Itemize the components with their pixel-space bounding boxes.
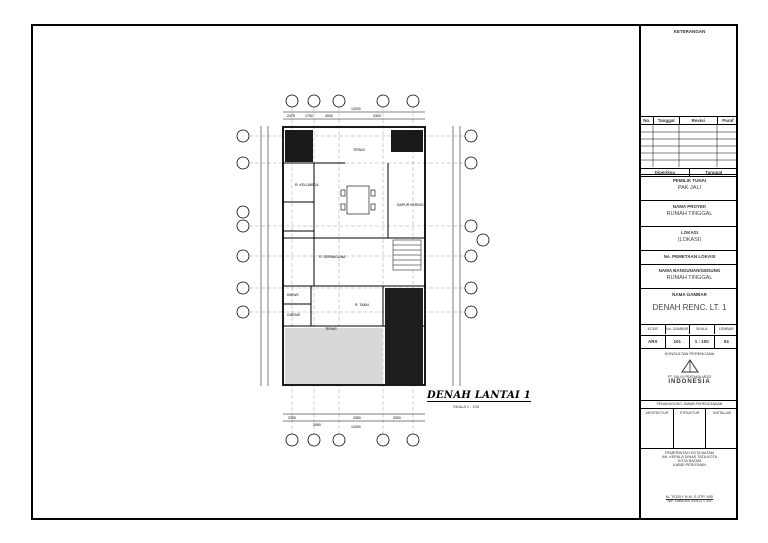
dim-bottom-overall: 12000 [351,425,361,429]
penanggung-section: PENANGGUNG JAWAB PERENCANAAN [641,400,738,408]
revision-header: No. Tanggal Revisi Paraf [641,116,738,125]
code-header-skala: SKALA [690,325,715,334]
penanggung-label: PENANGGUNG JAWAB PERENCANAAN [656,402,723,406]
code-header-row: KODE No. GAMBAR SKALA LEMBAR [641,324,738,335]
pemilik-label: PEMILIK TUNAI [672,178,707,183]
floor-plan-drawing: TERAS R. KELUARGA DAPUR KERING R. TAMU R… [236,94,490,447]
company-line1: PT. SAUJI PRATAMA ARSO [667,375,712,379]
roles-grid: ARSITEKTUR STRUKTUR INSTALASI [641,409,738,448]
room-label-teras-front: TERAS [325,327,337,331]
keterangan-label: KETERANGAN [673,29,706,34]
grid-bubbles-left [236,129,250,319]
nama-bangunan-section: NAMA BANGUNAN/GEDUNG RUMAH TINGGAL [641,264,738,288]
grid-bubbles-bottom [285,433,420,447]
dim-bottom-3: 3350 [353,416,361,420]
sign-diperiksa: Diperiksa [641,169,690,176]
floor-plan-area: TERAS R. KELUARGA DAPUR KERING R. TAMU R… [33,26,639,518]
rev-header-paraf: Paraf [722,118,734,123]
nama-gambar-value: DENAH RENC. LT. 1 [652,303,727,312]
room-label-teras-top: TERAS [353,148,365,152]
code-value-kode: ARS [641,336,666,348]
code-header-lembar: LEMBAR [718,327,734,331]
pemilik-section: PEMILIK TUNAI PAK JALI [641,174,738,200]
dimension-lines [260,111,461,422]
grid-bubbles-right [464,129,490,319]
nama-gambar-section: NAMA GAMBAR DENAH RENC. LT. 1 [641,288,738,324]
room-label-garasi: GARASI [287,313,300,317]
approval-line4: KABID PERIZINAN [673,463,706,467]
dining-table [340,185,376,215]
drawing-sheet: TERAS R. KELUARGA DAPUR KERING R. TAMU R… [31,24,738,520]
plan-scale: SKALA 1 : 100 [453,404,480,409]
room-label-keluarga: R. KELUARGA [295,183,319,187]
company-name: INDONESIA [668,379,711,385]
dim-bottom-1: 2350 [288,416,296,420]
rev-header-revisi: Revisi [680,117,718,124]
room-label-kmwc: KM/WC [287,293,300,297]
dimension-labels: 12000 2475 1750 4000 3300 2350 3050 3350… [287,107,401,429]
nama-bangunan-label: NAMA BANGUNAN/GEDUNG [658,268,721,273]
nama-proyek-label: NAMA PROYEK [672,204,707,209]
rev-header-no: No. [641,117,654,124]
official-nip: NIP. 19860305 200412 1 003 [667,499,712,503]
lokasi-value: (LOKASI) [677,237,702,243]
dim-top-1: 2475 [287,114,295,118]
sign-tanggal: Tanggal [705,170,723,175]
company-logo-icon [680,359,699,373]
code-value-no-gambar: 101 [666,336,690,348]
code-values: ARS 101 1 : 100 04 [641,336,738,348]
nama-gambar-label: NAMA GAMBAR [672,292,707,297]
no-pemetaan-section: No. PEMETAAN LOKASI [641,250,738,264]
code-header-kode: KODE [641,325,666,334]
room-label-tamu: R. TAMU [355,303,370,307]
official-name: M. TEDDY N.M. S.STP. MSI [665,495,714,499]
outer-walls [282,126,426,386]
nama-proyek-value: RUMAH TINGGAL [666,211,713,217]
code-headers: KODE No. GAMBAR SKALA LEMBAR [641,325,738,334]
approval-line1: PEMERINTAH KOTA BATAM [664,451,715,455]
revision-table: No. Tanggal Revisi Paraf Diperiksa Tangg… [641,116,738,177]
interior-walls [283,162,425,327]
konsultan-label: KONSULTAN PERENCANA [664,351,715,356]
grid-bubbles-top [285,94,420,108]
lokasi-label: LOKASI [680,230,698,235]
dim-top-4: 3300 [373,114,381,118]
dim-bottom-2: 3050 [313,423,321,427]
nama-bangunan-value: RUMAH TINGGAL [666,275,713,281]
dim-top-overall: 12000 [351,107,361,111]
role-struktur: STRUKTUR [674,409,707,448]
nama-proyek-section: NAMA PROYEK RUMAH TINGGAL [641,200,738,226]
dim-top-3: 4000 [325,114,333,118]
roles-section: ARSITEKTUR STRUKTUR INSTALASI [641,408,738,448]
revision-rows [641,125,738,167]
sign-row: Diperiksa Tanggal [641,168,738,177]
konsultan-section: KONSULTAN PERENCANA PT. SAUJI PRATAMA AR… [641,348,738,400]
no-pemetaan-label: No. PEMETAAN LOKASI [663,254,716,259]
approval-line3: KOTA BATAM [677,459,702,463]
code-value-row: ARS 101 1 : 100 04 [641,335,738,348]
title-block: KETERANGAN No. Tanggal Revisi Paraf Dipe… [639,26,738,518]
keterangan-section: KETERANGAN [641,26,738,116]
pemilik-value: PAK JALI [677,185,702,191]
lokasi-section: LOKASI (LOKASI) [641,226,738,250]
rev-header-tanggal: Tanggal [654,117,680,124]
dim-top-2: 1750 [305,114,313,118]
dim-bottom-4: 3300 [393,416,401,420]
code-value-lembar: 04 [723,339,729,344]
room-label-dapur: DAPUR KERING [397,203,424,207]
stairs [392,239,422,271]
approval-section: PEMERINTAH KOTA BATAM AN. KEPALA DINAS T… [641,448,738,518]
role-arsitektur: ARSITEKTUR [641,409,674,448]
role-instalasi: INSTALASI [713,411,732,415]
code-header-no-gambar: No. GAMBAR [666,325,690,334]
plan-title: DENAH LANTAI 1 [427,390,532,402]
terrace-tile-pattern [285,130,423,162]
room-label-serbaguna: R. SERBAGUNA [319,255,346,259]
garage-tile-pattern [385,288,423,384]
room-labels: TERAS R. KELUARGA DAPUR KERING R. TAMU R… [287,148,424,331]
front-yard-pattern [285,328,383,384]
approval-line2: AN. KEPALA DINAS TATA KOTA [661,455,718,459]
code-value-skala: 1 : 100 [690,336,715,348]
